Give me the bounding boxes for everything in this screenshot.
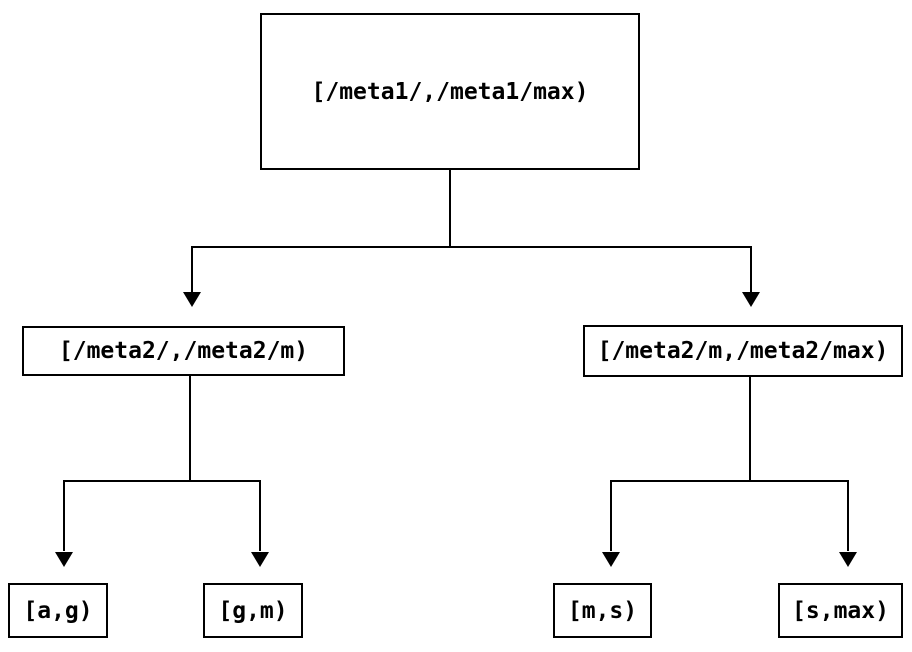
arrowhead-down-icon	[602, 552, 620, 567]
edge-root-right-drop-line	[750, 246, 752, 292]
edge-root-span-line	[191, 246, 752, 248]
node-leaf-ms: [m,s)	[553, 583, 652, 638]
node-left-range: [/meta2/,/meta2/m)	[22, 326, 345, 376]
edge-left-span-line	[63, 480, 261, 482]
edge-right-span-line	[610, 480, 849, 482]
node-label: [g,m)	[218, 597, 288, 624]
node-label: [a,g)	[23, 597, 93, 624]
node-label: [/meta2/m,/meta2/max)	[597, 338, 889, 364]
edge-root-left-drop-line	[191, 246, 193, 292]
edge-left-left-drop-line	[63, 480, 65, 551]
edge-right-stem-line	[749, 377, 751, 481]
node-leaf-smax: [s,max)	[778, 583, 903, 638]
edge-right-left-drop-line	[610, 480, 612, 551]
edge-left-stem-line	[189, 376, 191, 481]
edge-root-stem-line	[449, 170, 451, 247]
node-label: [s,max)	[792, 597, 889, 624]
arrowhead-down-icon	[183, 292, 201, 307]
node-leaf-gm: [g,m)	[203, 583, 303, 638]
node-label: [/meta1/,/meta1/max)	[311, 78, 589, 105]
node-label: [/meta2/,/meta2/m)	[58, 338, 309, 364]
node-right-range: [/meta2/m,/meta2/max)	[583, 325, 903, 377]
arrowhead-down-icon	[55, 552, 73, 567]
node-leaf-ag: [a,g)	[8, 583, 108, 638]
edge-right-right-drop-line	[847, 480, 849, 551]
arrowhead-down-icon	[839, 552, 857, 567]
arrowhead-down-icon	[251, 552, 269, 567]
node-label: [m,s)	[567, 597, 638, 624]
arrowhead-down-icon	[742, 292, 760, 307]
edge-left-right-drop-line	[259, 480, 261, 551]
node-root-range: [/meta1/,/meta1/max)	[260, 13, 640, 170]
